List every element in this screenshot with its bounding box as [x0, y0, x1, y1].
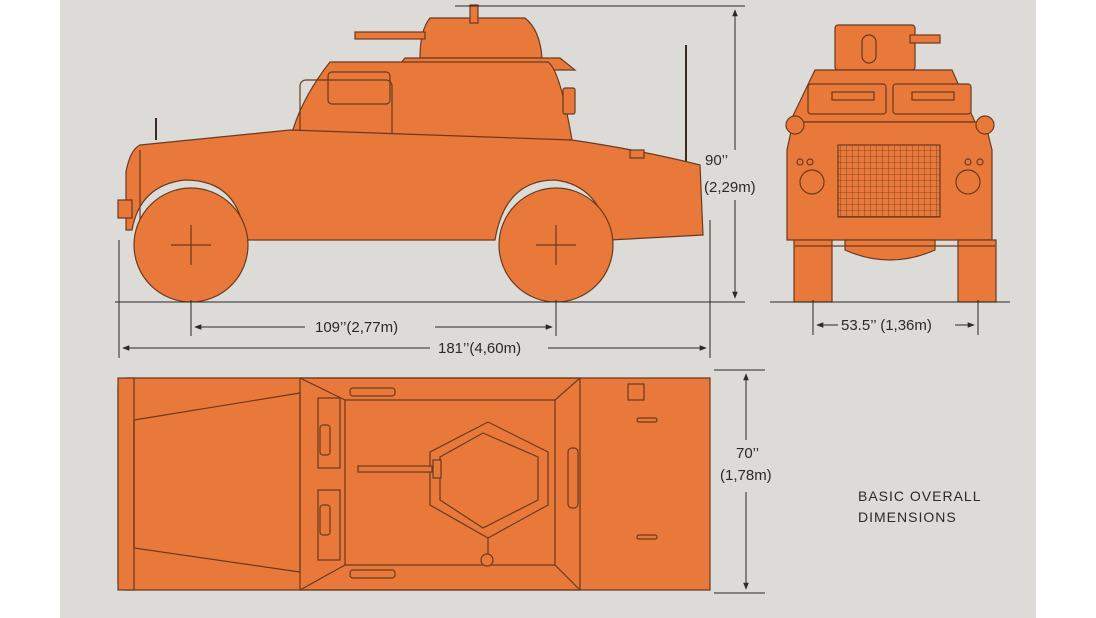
- front-lamp-left: [785, 115, 805, 135]
- radiator-grille: [837, 144, 941, 218]
- wheelbase-label: 109’’(2,77m): [315, 319, 398, 336]
- front-bumper: [117, 199, 133, 219]
- side-mirror: [562, 87, 576, 115]
- front-dimension-lines: [770, 300, 1010, 335]
- front-wheel-left: [793, 239, 833, 303]
- front-bumper-top: [117, 377, 135, 591]
- front-wheel-right: [957, 239, 997, 303]
- turret-top: [357, 421, 549, 567]
- headlight-right: [955, 169, 981, 195]
- caption-line-1: BASIC OVERALL: [858, 488, 982, 504]
- front-view: [785, 24, 997, 303]
- side-window: [327, 71, 391, 105]
- side-view: [117, 4, 704, 303]
- front-lamp-right: [975, 115, 995, 135]
- track-width-label: 53.5’’ (1,36m): [841, 317, 932, 334]
- roof-panel: [299, 377, 581, 591]
- width-metric-label: (1,78m): [720, 467, 772, 484]
- turret-side: [354, 4, 577, 71]
- length-label: 181’’(4,60m): [438, 340, 521, 357]
- hatch-handle-top: [349, 387, 396, 397]
- turret-front: [834, 24, 941, 71]
- top-view: [117, 377, 711, 591]
- hull-body: [125, 129, 704, 241]
- front-vision-block-right: [892, 83, 972, 115]
- rear-light: [629, 149, 645, 159]
- side-dimension-lines: [115, 5, 745, 358]
- height-metric-label: (2,29m): [704, 179, 756, 196]
- top-dimension-lines: [714, 369, 765, 594]
- caption-line-2: DIMENSIONS: [858, 509, 957, 525]
- rear-wheel: [498, 187, 614, 303]
- front-wheel: [133, 187, 249, 303]
- height-inches-label: 90’’: [705, 152, 728, 169]
- headlight-left: [799, 169, 825, 195]
- width-inches-label: 70’’: [736, 445, 759, 462]
- hatch-handle-bottom: [349, 569, 396, 579]
